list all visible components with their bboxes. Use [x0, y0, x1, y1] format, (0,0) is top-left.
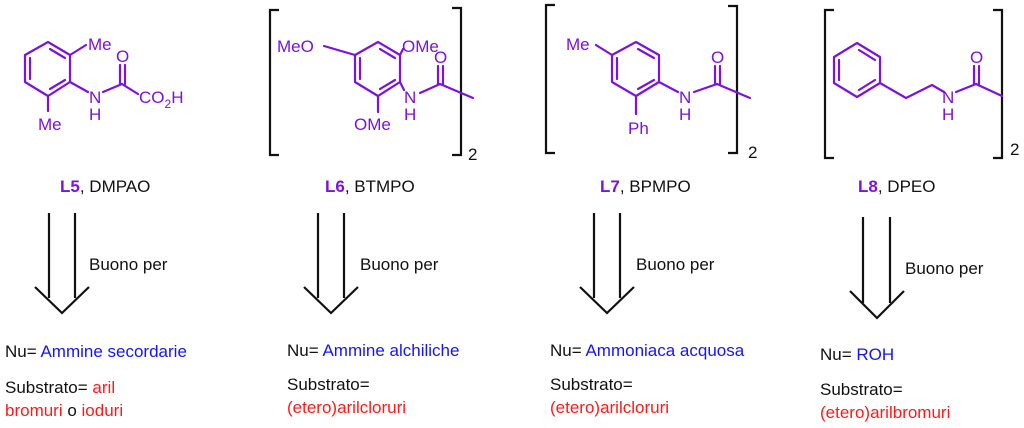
atom-label: H: [942, 105, 954, 124]
left-bracket: [823, 8, 834, 160]
ligand-l5-structure: Me Me O N H CO2H: [23, 35, 183, 134]
substrate-line: Substrato=: [287, 375, 370, 394]
atom-label: N: [404, 88, 416, 107]
atom-label: O: [711, 48, 724, 67]
multiplier: 2: [1010, 140, 1019, 159]
substrate-value: (etero)arilbromuri: [820, 403, 950, 422]
substrate-value: (etero)arilcloruri: [550, 398, 669, 417]
ligand-label-l5: L5, DMPAO: [60, 177, 150, 196]
ligand-l8-structure: 2 O N H: [823, 8, 1019, 160]
atom-label: N: [89, 88, 101, 107]
nucleophile-line: Nu= ROH: [820, 345, 894, 364]
nucleophile-line: Nu= Ammine alchiliche: [287, 341, 459, 360]
atom-label: N: [679, 88, 691, 107]
right-bracket: [993, 8, 1004, 160]
arrow-label: Buono per: [905, 259, 984, 278]
atom-label: Me: [566, 35, 590, 54]
atom-label: O: [116, 47, 129, 66]
double-arrow-down-icon: [849, 217, 905, 320]
ligand-label-l7: L7, BPMPO: [600, 177, 691, 196]
nucleophile-line: Nu= Ammoniaca acquosa: [550, 341, 745, 360]
atom-label: O: [970, 48, 983, 67]
atom-label: Me: [88, 35, 112, 54]
atom-label: O: [434, 48, 447, 67]
atom-label: OMe: [402, 37, 439, 56]
atom-label: H: [89, 105, 101, 124]
multiplier: 2: [468, 145, 477, 164]
left-bracket: [544, 3, 555, 155]
atom-label: MeO: [277, 37, 314, 56]
substrate-value: (etero)arilcloruri: [287, 398, 406, 417]
atom-label: Me: [38, 115, 62, 134]
substrate-line: Substrato=: [820, 380, 903, 399]
ligand-l7-structure: 2 Me Ph O N H: [544, 3, 757, 162]
double-arrow-down-icon: [303, 213, 359, 315]
arrow-label: Buono per: [636, 255, 715, 274]
atom-label: CO2H: [139, 88, 183, 111]
double-arrow-down-icon: [34, 213, 90, 315]
arrow-label: Buono per: [360, 255, 439, 274]
substrate-line: Substrato=: [550, 375, 633, 394]
atom-label: H: [679, 105, 691, 124]
substrate-line-2: bromuri o ioduri: [5, 401, 123, 420]
atom-label: Ph: [628, 119, 649, 138]
atom-label: N: [942, 88, 954, 107]
multiplier: 2: [748, 143, 757, 162]
benzene-ring: [23, 40, 72, 98]
arrow-label: Buono per: [89, 255, 168, 274]
ligand-l6-structure: 2 MeO OMe OMe O N H: [268, 6, 477, 164]
ligand-label-l8: L8, DPEO: [858, 177, 935, 196]
left-bracket: [268, 8, 279, 157]
double-arrow-down-icon: [579, 213, 635, 315]
right-bracket: [452, 6, 463, 157]
right-bracket: [728, 4, 739, 155]
ligand-label-l6: L6, BTMPO: [325, 177, 415, 196]
atom-label: H: [404, 105, 416, 124]
nucleophile-line: Nu= Ammine secordarie: [5, 342, 187, 361]
substrate-line: Substrato= aril: [5, 378, 115, 397]
atom-label: OMe: [354, 115, 391, 134]
